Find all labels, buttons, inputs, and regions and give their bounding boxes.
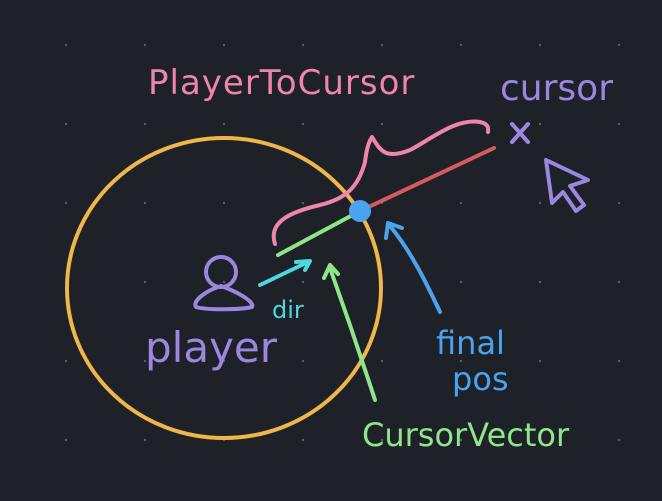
player-icon xyxy=(193,255,255,312)
grid-dot xyxy=(538,43,542,47)
grid-dot xyxy=(617,280,621,284)
cursor-x-icon xyxy=(510,122,530,144)
grid-dot xyxy=(459,43,463,47)
grid-dot xyxy=(222,359,226,363)
cursor-vector-arrow xyxy=(322,263,377,402)
grid-dot xyxy=(301,201,305,205)
grid-dot xyxy=(143,201,147,205)
grid-dot xyxy=(64,201,68,205)
grid-dot xyxy=(617,122,621,126)
beyond-range-segment xyxy=(358,146,496,213)
grid-dot xyxy=(538,438,542,442)
grid-dot xyxy=(459,280,463,284)
player-label: player xyxy=(145,323,278,372)
final-pos-point xyxy=(349,200,371,222)
grid-dot xyxy=(64,359,68,363)
grid-dot xyxy=(143,43,147,47)
grid-dot xyxy=(380,359,384,363)
grid-dot xyxy=(459,438,463,442)
grid-dot xyxy=(64,438,68,442)
grid-dot xyxy=(222,122,226,126)
grid-dot xyxy=(222,201,226,205)
cursor-vector-label: CursorVector xyxy=(362,416,570,454)
grid-dot xyxy=(459,359,463,363)
grid-dot xyxy=(301,122,305,126)
final-pos-label-line1: final xyxy=(436,324,505,362)
player-to-cursor-label: PlayerToCursor xyxy=(148,63,415,103)
dir-arrow xyxy=(258,259,312,287)
final-pos-label-line2: pos xyxy=(452,360,509,398)
grid-dot xyxy=(380,122,384,126)
grid-dot xyxy=(538,280,542,284)
grid-dot xyxy=(143,122,147,126)
grid-dot xyxy=(380,438,384,442)
grid-dot xyxy=(538,359,542,363)
player-to-cursor-brace xyxy=(271,119,491,246)
grid-dot xyxy=(380,43,384,47)
dir-label: dir xyxy=(272,296,304,324)
range-circle xyxy=(65,136,383,440)
grid-dot xyxy=(459,201,463,205)
grid-dot xyxy=(617,359,621,363)
cursor-label: cursor xyxy=(500,68,613,109)
grid-dot xyxy=(617,201,621,205)
grid-dot xyxy=(301,438,305,442)
grid-dot xyxy=(301,280,305,284)
cursor-vector-line xyxy=(276,209,362,257)
grid-dot xyxy=(64,43,68,47)
grid-dot xyxy=(64,122,68,126)
grid-dot xyxy=(143,280,147,284)
grid-dot xyxy=(617,43,621,47)
grid-dot xyxy=(617,438,621,442)
grid-dot xyxy=(301,359,305,363)
grid-dot xyxy=(538,201,542,205)
grid-dot xyxy=(222,43,226,47)
mouse-pointer-icon xyxy=(544,158,590,213)
grid-dot xyxy=(538,122,542,126)
final-pos-arrow xyxy=(384,221,442,314)
grid-dot xyxy=(301,43,305,47)
grid-dot xyxy=(222,280,226,284)
grid-dot xyxy=(143,359,147,363)
grid-dot xyxy=(143,438,147,442)
